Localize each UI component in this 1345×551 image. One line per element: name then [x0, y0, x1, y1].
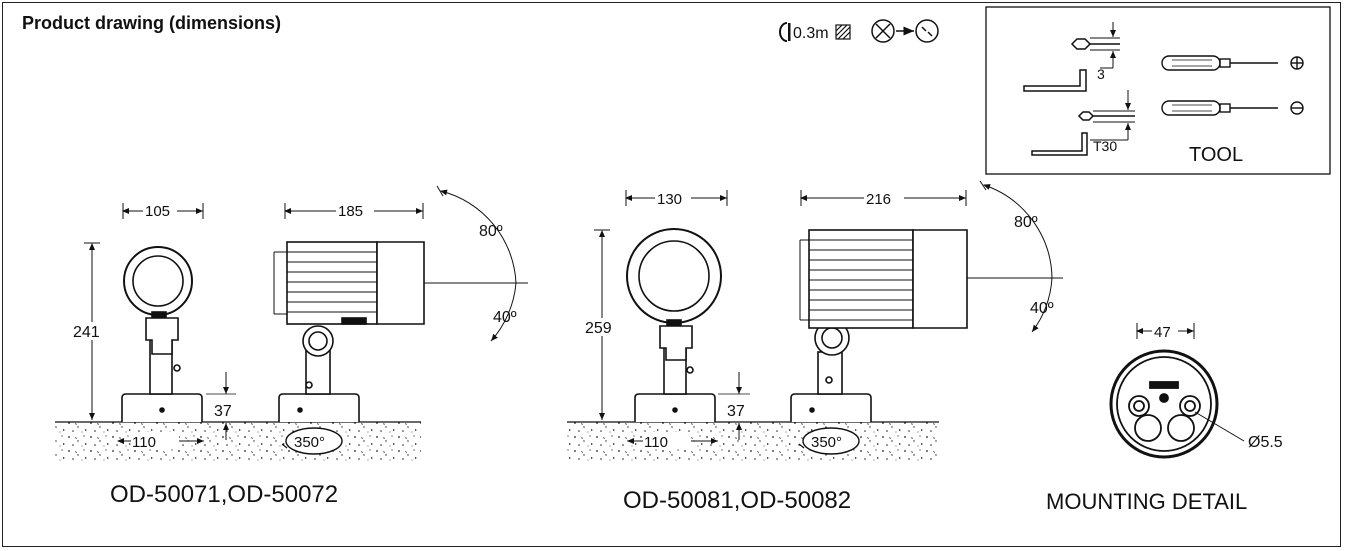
model-2-base-height: 37 — [727, 403, 745, 420]
model-2-height: 259 — [585, 320, 612, 337]
model-2-drawing: 130 259 110 37 — [567, 180, 1063, 514]
flat-screwdriver-icon — [1161, 100, 1304, 116]
model-1-tilt-up: 80º — [479, 223, 503, 240]
tool-label: TOOL — [1189, 144, 1243, 166]
ground-hatch — [55, 422, 421, 462]
mounting-detail-drawing: 47 Ø5.5 MOUNTING DETAIL — [1046, 323, 1283, 514]
side-view-fixture — [790, 229, 968, 422]
rotation-badge: 350° — [281, 427, 343, 455]
cable-length-label: 0.3m — [793, 25, 829, 42]
model-1-head-diameter: 105 — [145, 203, 170, 220]
page-title: Product drawing (dimensions) — [22, 13, 282, 33]
model-1-drawing: 105 241 110 37 — [55, 185, 528, 508]
model-1-base-diameter: 110 — [132, 434, 156, 451]
model-1-rotation: 350° — [294, 434, 325, 451]
model-2-name: OD-50081,OD-50082 — [623, 487, 851, 514]
mounting-plate — [1109, 349, 1219, 459]
model-2-rotation: 350° — [811, 434, 842, 451]
model-2-base-diameter: 110 — [644, 434, 668, 451]
phillips-screwdriver-icon — [1161, 55, 1304, 71]
model-2-tilt-down: 40º — [1030, 300, 1054, 317]
rotation-badge: 350° — [798, 427, 860, 455]
front-view-fixture — [626, 228, 722, 422]
torx-size: T30 — [1093, 138, 1117, 154]
mounting-label: MOUNTING DETAIL — [1046, 489, 1247, 514]
mounting-hole: Ø5.5 — [1248, 434, 1283, 451]
hex-key-size: 3 — [1097, 66, 1105, 82]
model-1-tilt-down: 40º — [493, 309, 517, 326]
model-1-base-height: 37 — [214, 403, 232, 420]
model-1-height: 241 — [73, 324, 100, 341]
no-tool-to-tool-icon — [871, 19, 939, 43]
model-2-tilt-up: 80º — [1014, 214, 1038, 231]
side-view-fixture — [273, 241, 425, 422]
model-2-depth: 216 — [866, 191, 891, 208]
hex-key-icon — [1023, 22, 1120, 92]
mounting-width: 47 — [1154, 324, 1171, 341]
model-2-head-diameter: 130 — [657, 191, 682, 208]
model-1-name: OD-50071,OD-50072 — [110, 481, 338, 508]
model-1-depth: 185 — [338, 203, 363, 220]
torx-key-icon — [1031, 90, 1135, 156]
cable-length-icon: 0.3m — [779, 22, 851, 42]
front-view-fixture — [121, 246, 203, 422]
tool-box: 3 T30 TO — [985, 6, 1331, 175]
ground-hatch — [567, 422, 939, 462]
